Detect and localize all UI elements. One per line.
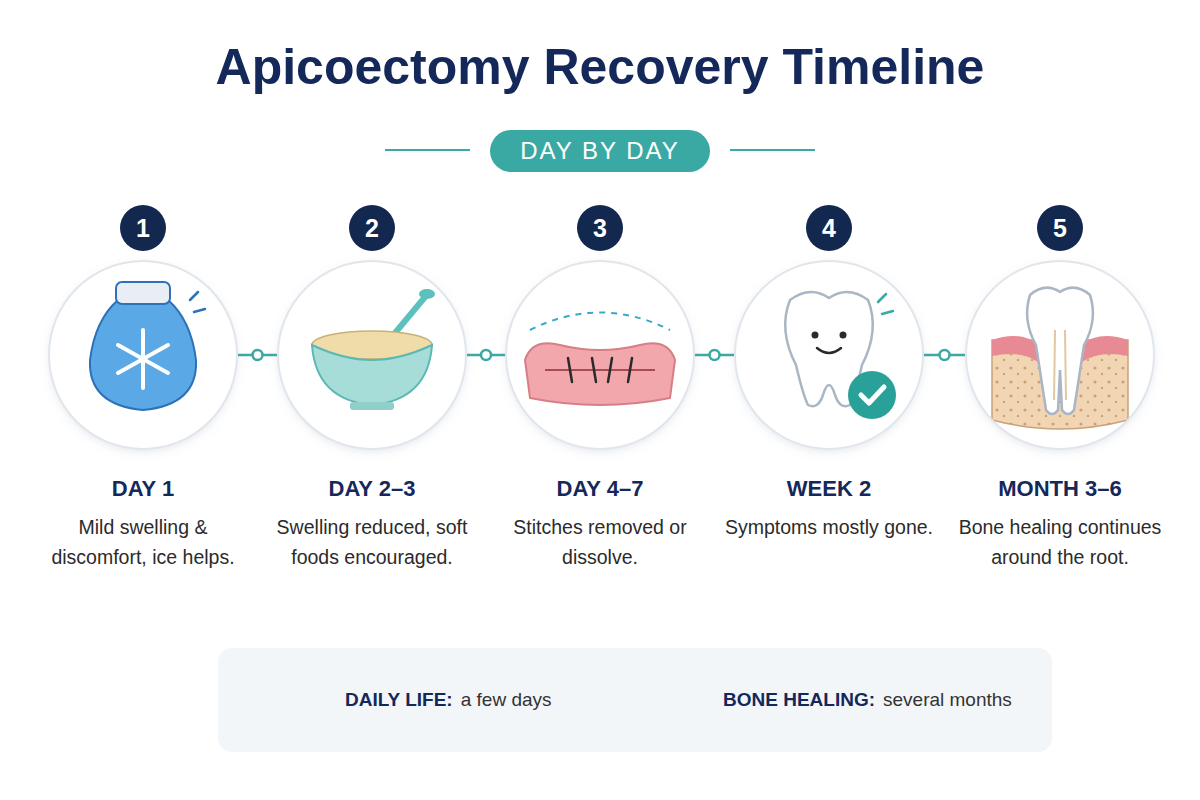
step-heading: DAY 2–3 [257, 476, 487, 502]
step-circle: DAY 4–7Stitches removed or dissolve. [505, 260, 695, 450]
timeline-connector [467, 350, 505, 360]
step-number: 5 [1053, 214, 1067, 243]
step-number: 1 [136, 214, 150, 243]
timeline-connector [695, 350, 734, 360]
rule-line [730, 149, 815, 151]
step-heading: WEEK 2 [714, 476, 944, 502]
step-description: Mild swelling & discomfort, ice helps. [38, 512, 248, 572]
step-heading: DAY 4–7 [485, 476, 715, 502]
stitched-gum-icon [525, 313, 675, 406]
step-number-badge: 4 [806, 205, 852, 251]
healthy-tooth-icon [785, 292, 896, 419]
step-number-badge: 5 [1037, 205, 1083, 251]
step-description: Swelling reduced, soft foods encouraged. [267, 512, 477, 572]
step-number: 2 [365, 214, 379, 243]
summary-key: BONE HEALING: [723, 689, 875, 711]
panel-item: BONE HEALING: several months [635, 648, 1052, 752]
step-heading: MONTH 3–6 [945, 476, 1175, 502]
step-circle: WEEK 2Symptoms mostly gone. [734, 260, 924, 450]
bowl-icon [312, 289, 435, 410]
rule-line [385, 149, 470, 151]
step-description: Symptoms mostly gone. [724, 512, 934, 542]
step-description: Bone healing continues around the root. [955, 512, 1165, 572]
step-number-badge: 1 [120, 205, 166, 251]
diagram-title: Apicoectomy Recovery Timeline [0, 38, 1200, 96]
summary-panel: DAILY LIFE: a few days BONE HEALING: severa… [218, 648, 1052, 752]
summary-value: several months [883, 689, 1012, 711]
step-circle: DAY 2–3Swelling reduced, soft foods enco… [277, 260, 467, 450]
step-circle: DAY 1Mild swelling & discomfort, ice hel… [48, 260, 238, 450]
step-number-badge: 2 [349, 205, 395, 251]
timeline-connector [924, 350, 965, 360]
panel-item: DAILY LIFE: a few days [218, 648, 635, 752]
connector-dot [710, 350, 720, 360]
connector-dot [940, 350, 950, 360]
ice-pack-icon [90, 282, 205, 410]
section-pill: DAY BY DAY [490, 130, 710, 172]
summary-key: DAILY LIFE: [345, 689, 453, 711]
step-circle: MONTH 3–6Bone healing continues around t… [965, 260, 1155, 450]
summary-value: a few days [461, 689, 552, 711]
step-number: 3 [593, 214, 607, 243]
connector-dot [253, 350, 263, 360]
connector-dot [481, 350, 491, 360]
step-description: Stitches removed or dissolve. [495, 512, 705, 572]
timeline-connector [238, 350, 277, 360]
pill-label: DAY BY DAY [520, 137, 680, 165]
step-number: 4 [822, 214, 836, 243]
tooth-in-bone-icon [992, 288, 1128, 429]
step-number-badge: 3 [577, 205, 623, 251]
circle-grounds [49, 261, 1154, 449]
step-heading: DAY 1 [28, 476, 258, 502]
